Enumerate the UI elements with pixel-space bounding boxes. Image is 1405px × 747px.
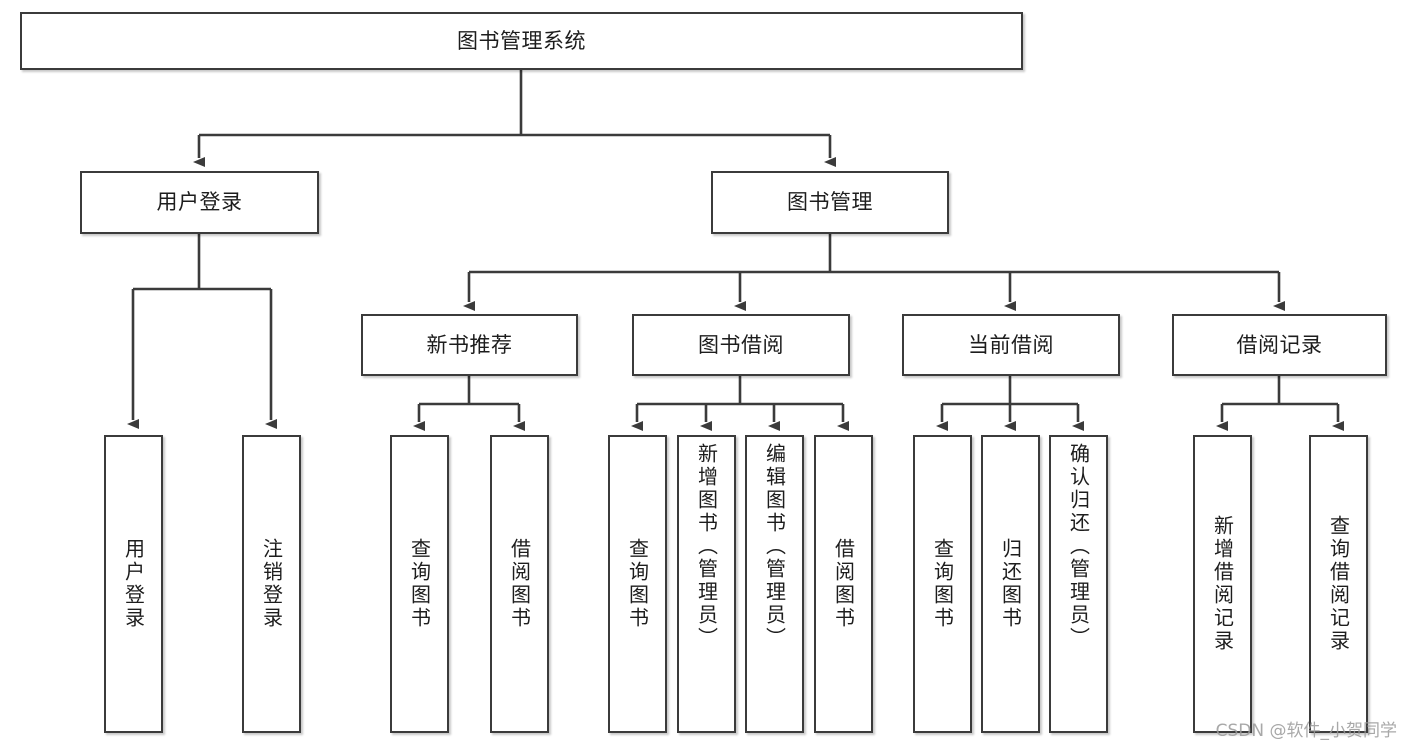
leaf-add-record-label: 新增借阅记录 (1210, 515, 1235, 653)
leaf-edit-book-label: 编辑图书（管理员） (762, 443, 787, 650)
node-book-borrow-label: 图书借阅 (698, 332, 784, 357)
leaf-return-book[interactable]: 归还图书 (981, 435, 1040, 733)
leaf-edit-book[interactable]: 编辑图书（管理员） (745, 435, 804, 733)
node-book-management[interactable]: 图书管理 (711, 171, 949, 234)
leaf-query-book-1[interactable]: 查询图书 (390, 435, 449, 733)
leaf-confirm-return[interactable]: 确认归还（管理员） (1049, 435, 1108, 733)
node-new-book-recommend[interactable]: 新书推荐 (361, 314, 578, 376)
leaf-return-book-label: 归还图书 (998, 538, 1023, 630)
leaf-query-book-2-label: 查询图书 (625, 538, 650, 630)
node-borrow-record[interactable]: 借阅记录 (1172, 314, 1387, 376)
leaf-user-login[interactable]: 用户登录 (104, 435, 163, 733)
csdn-watermark: CSDN @软件_小贺同学 (1215, 721, 1397, 741)
node-current-borrow[interactable]: 当前借阅 (902, 314, 1120, 376)
leaf-add-book-label: 新增图书（管理员） (694, 443, 719, 650)
leaf-query-record-label: 查询借阅记录 (1326, 515, 1351, 653)
leaf-borrow-book-2-label: 借阅图书 (831, 538, 856, 630)
leaf-add-book[interactable]: 新增图书（管理员） (677, 435, 736, 733)
node-root[interactable]: 图书管理系统 (20, 12, 1023, 70)
leaf-query-book-2[interactable]: 查询图书 (608, 435, 667, 733)
leaf-query-record[interactable]: 查询借阅记录 (1309, 435, 1368, 733)
node-book-management-label: 图书管理 (787, 190, 873, 215)
leaf-query-book-1-label: 查询图书 (407, 538, 432, 630)
leaf-add-record[interactable]: 新增借阅记录 (1193, 435, 1252, 733)
leaf-borrow-book-1[interactable]: 借阅图书 (490, 435, 549, 733)
leaf-user-logout-label: 注销登录 (259, 538, 284, 630)
leaf-confirm-return-label: 确认归还（管理员） (1066, 443, 1091, 650)
node-user-login-label: 用户登录 (156, 190, 243, 215)
node-book-borrow[interactable]: 图书借阅 (632, 314, 850, 376)
node-borrow-record-label: 借阅记录 (1236, 332, 1323, 357)
node-root-label: 图书管理系统 (457, 28, 586, 53)
node-new-book-recommend-label: 新书推荐 (426, 332, 513, 357)
node-user-login[interactable]: 用户登录 (80, 171, 319, 234)
leaf-borrow-book-1-label: 借阅图书 (507, 538, 532, 630)
leaf-borrow-book-2[interactable]: 借阅图书 (814, 435, 873, 733)
leaf-user-logout[interactable]: 注销登录 (242, 435, 301, 733)
leaf-query-book-3[interactable]: 查询图书 (913, 435, 972, 733)
leaf-user-login-label: 用户登录 (121, 538, 146, 630)
leaf-query-book-3-label: 查询图书 (930, 538, 955, 630)
node-current-borrow-label: 当前借阅 (968, 332, 1054, 357)
